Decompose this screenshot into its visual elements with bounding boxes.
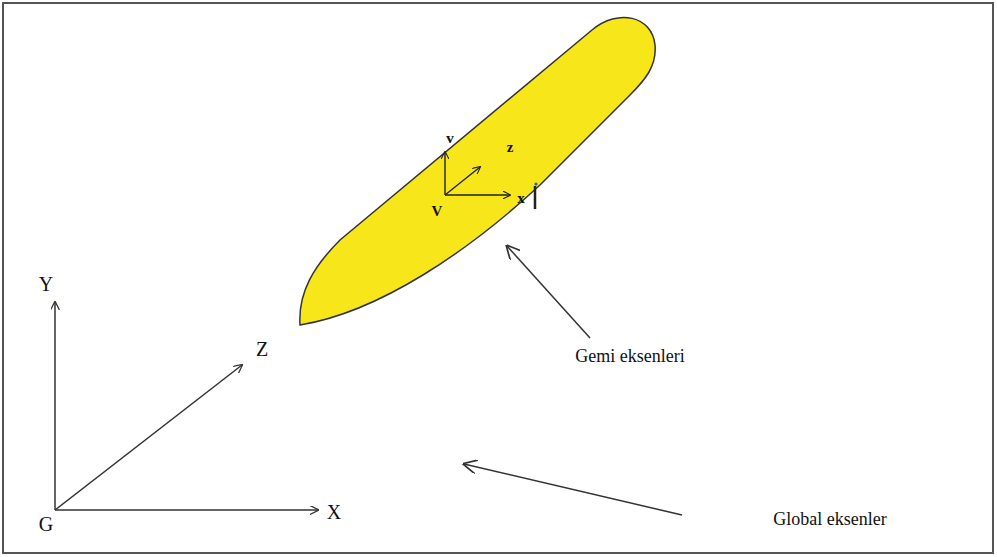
leader-arrow (464, 464, 682, 515)
global-axes (55, 302, 318, 510)
y-axis (54, 302, 56, 510)
ship-axis (445, 167, 480, 195)
callout-label: Global eksenler (773, 510, 886, 528)
axis-label: X (327, 502, 341, 522)
axis-label: Z (256, 339, 268, 359)
ship-axis (444, 152, 445, 195)
x-axis (55, 509, 318, 511)
axis-letter: z (507, 140, 514, 155)
axis-label: Y (39, 274, 53, 294)
tick-mark (534, 186, 537, 209)
frame-border (3, 3, 993, 553)
axis-letter: V (432, 204, 443, 219)
axis-letter: v (446, 131, 454, 146)
axis-letter: x (517, 191, 525, 206)
ship-body (300, 17, 655, 325)
callout-label: Gemi eksenleri (575, 347, 684, 365)
tick-dot (534, 182, 537, 185)
axis-label: G (39, 514, 53, 534)
ship-outline (290, 8, 665, 338)
ship-axis (445, 194, 510, 195)
ship-hull: v zVx (290, 8, 665, 338)
leader-arrow (507, 246, 590, 338)
z-axis (55, 365, 242, 510)
